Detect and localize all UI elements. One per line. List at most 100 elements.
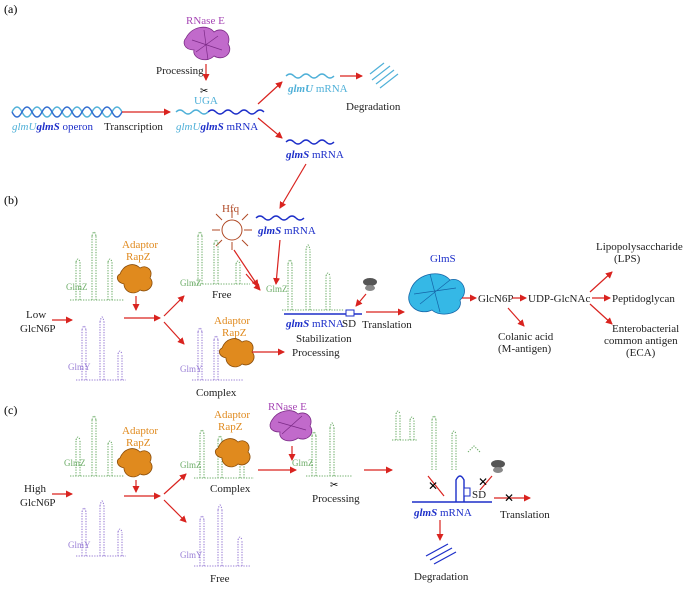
lps-label: Lipopolysaccharide: [596, 241, 683, 253]
ribosome-arrow-b: [355, 293, 367, 307]
glmu-mrna: [285, 73, 335, 79]
low-label: Low: [26, 309, 46, 321]
adaptor-label-b: Adaptor: [122, 239, 158, 251]
translation-label-c: Translation: [500, 509, 550, 521]
glmz-rna-c-left: [70, 415, 124, 477]
block-x-icon-1: ✕: [428, 479, 438, 493]
rapz-label-c: RapZ: [126, 437, 151, 449]
to-free-arrow-c: [163, 499, 187, 523]
glmz-rna-left: [70, 231, 124, 301]
ribosome-icon-b: [363, 278, 377, 291]
blocked-ribosome-arrow: [479, 475, 493, 491]
glmz-label-left: GlmZ: [66, 282, 88, 292]
glms-segment: [207, 109, 265, 115]
free-label-c: Free: [210, 573, 230, 585]
polycistronic-mrna-label: glmUglmS mRNA: [176, 121, 258, 133]
glmz-processed-c: [306, 422, 352, 477]
high-label: High: [24, 483, 47, 495]
rapz2-label-b: RapZ: [222, 327, 247, 339]
low-glcn6p-label: GlcN6P: [20, 323, 55, 335]
glmz-label-c-processed: GlmZ: [292, 458, 314, 468]
rapz2-label-c: RapZ: [218, 421, 243, 433]
to-free-arrow: [163, 295, 185, 317]
glms-protein-label: GlmS: [430, 253, 456, 265]
glmy-free-c: [194, 504, 250, 567]
sd-box-b: [345, 309, 355, 317]
to-eca-arrow: [589, 303, 613, 325]
glcn6p-label: GlcN6P: [478, 293, 513, 305]
glmu-mrna-label: glmU mRNA: [287, 83, 348, 95]
block-x-icon-2: ✕: [478, 475, 488, 489]
panel-b-label: (b): [4, 193, 18, 207]
glmz-label-free: GlmZ: [180, 278, 202, 288]
glmy-rna-left: [76, 316, 126, 381]
glms-mrna-label-a: glmS mRNA: [285, 149, 344, 161]
rnase-e-protein: [183, 26, 231, 61]
to-glms-arrow: [257, 117, 283, 139]
adaptor2-label-b: Adaptor: [214, 315, 250, 327]
eca-label-3: (ECA): [626, 347, 656, 359]
hfq-label: Hfq: [222, 203, 240, 215]
glmy-rna-c-left: [76, 500, 126, 557]
complex-label-c: Complex: [210, 483, 251, 495]
block-x-icon-3: ✕: [504, 491, 514, 505]
stabilization-label: Stabilization: [296, 333, 352, 345]
eca-label-1: Enterobacterial: [612, 323, 679, 335]
glmz-stabilization-rna: [282, 244, 344, 311]
to-panel-b-arrow: [279, 163, 307, 209]
adaptor-label-c: Adaptor: [122, 425, 158, 437]
high-glcn6p-label: GlcN6P: [20, 497, 55, 509]
peptidoglycan-label: Peptidoglycan: [612, 293, 675, 305]
colanic-acid-label: Colanic acid: [498, 331, 554, 343]
rapz-label-b: RapZ: [126, 251, 151, 263]
panel-c-label: (c): [4, 403, 17, 417]
to-complex-arrow: [163, 321, 185, 345]
glmy-complex-rna: [192, 327, 244, 381]
glms-mrna-label-c: glmS mRNA: [413, 507, 472, 519]
glmy-label-c-left: GlmY: [68, 540, 91, 550]
rapz-protein-complex: [218, 338, 255, 368]
rapz-protein-c: [116, 448, 153, 478]
rnase-e-protein-c: [269, 410, 313, 442]
rnase-e-label-c: RNase E: [268, 401, 307, 413]
glmz-label-c-complex: GlmZ: [180, 460, 202, 470]
translation-label-b: Translation: [362, 319, 412, 331]
ribosome-icon-c: [491, 460, 505, 473]
glms-mrna-b-top: [255, 215, 305, 221]
processing-label-c: Processing: [312, 493, 360, 505]
glms-protein: [408, 273, 465, 315]
glmz-label-stab: GlmZ: [266, 284, 288, 294]
to-complex-arrow-c: [163, 473, 187, 495]
degraded-fragments-a: [369, 62, 399, 89]
free-to-stab-arrow: [245, 273, 261, 291]
glmz-free-b: [192, 231, 250, 285]
sd-label-b: SD: [342, 318, 356, 330]
to-colanic-arrow: [507, 307, 525, 327]
blocked-arrow-1: [427, 475, 445, 497]
rapz-protein-complex-c: [214, 438, 251, 468]
uga-label: UGA: [194, 95, 218, 107]
operon-label: glmUglmS operon: [12, 121, 93, 133]
glmu-glms-operon-dna: [11, 106, 123, 118]
degradation-label-a: Degradation: [346, 101, 401, 113]
rapz-protein-b: [116, 264, 153, 294]
panel-a-label: (a): [4, 2, 17, 16]
to-glmu-arrow: [257, 81, 283, 105]
degradation-label-c: Degradation: [414, 571, 469, 583]
glms-to-complex-arrow: [273, 239, 281, 285]
scissors-icon-c: ✂: [330, 480, 338, 491]
glms-mrna-a: [285, 139, 335, 145]
to-lps-arrow: [589, 271, 613, 293]
free-label-b: Free: [212, 289, 232, 301]
processing-label-a: Processing: [156, 65, 204, 77]
scissors-icon: ✂: [200, 86, 208, 97]
m-antigen-label: (M-antigen): [498, 343, 551, 355]
sd-box-c: [463, 487, 471, 497]
glms-mrna-label-b-top: glmS mRNA: [257, 225, 316, 237]
glmy-label-c-free: GlmY: [180, 550, 203, 560]
complex-label-b: Complex: [196, 387, 237, 399]
sd-label-c: SD: [472, 489, 486, 501]
glmy-label-complex: GlmY: [180, 364, 203, 374]
transcription-label: Transcription: [104, 121, 163, 133]
